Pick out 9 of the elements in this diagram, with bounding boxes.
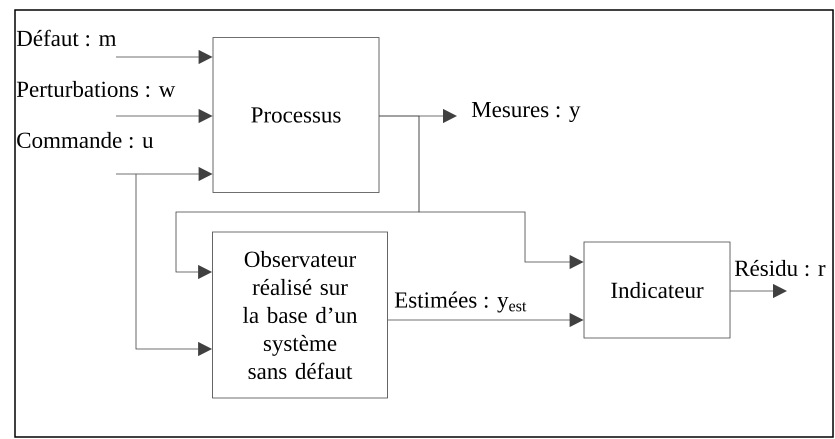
output-label: Mesures : y: [472, 102, 580, 122]
process-box: Processus: [212, 37, 380, 193]
edge-label: Défaut : m: [16, 30, 116, 46]
process-box: Observateur réalisé sur la base d’un système sans défaut: [212, 232, 388, 398]
edge-label: Perturbations : w: [16, 80, 176, 98]
process-box: Indicateur: [584, 242, 730, 338]
edge-label: Résidu : r: [734, 260, 826, 276]
edge-label: Commande : u: [17, 132, 154, 148]
edge-label: Estimées : y$_{est}$: [394, 292, 526, 312]
